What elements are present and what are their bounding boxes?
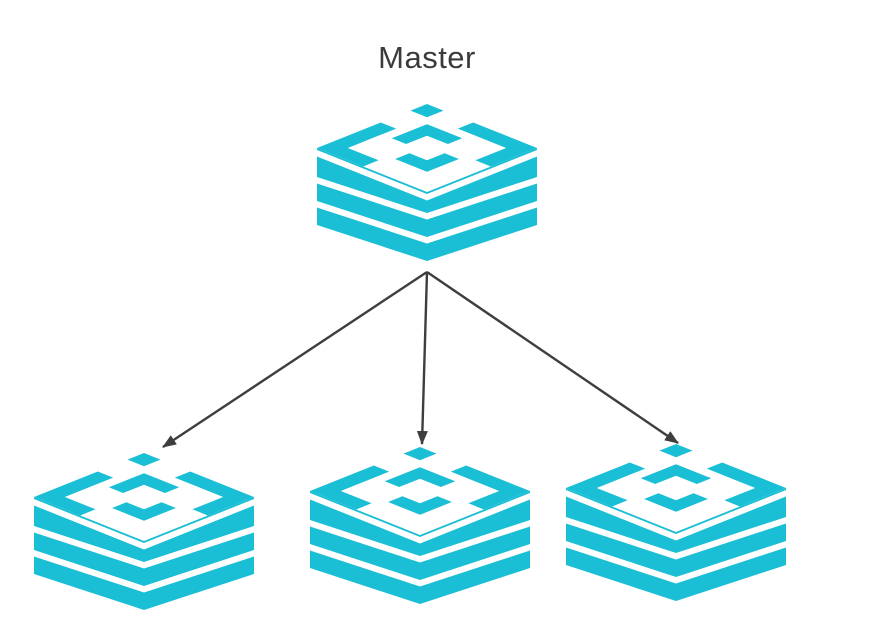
redis-cache-icon xyxy=(564,441,788,603)
node-master xyxy=(315,101,539,263)
node-replica-center xyxy=(308,444,532,606)
arrow-master-to-replica-left xyxy=(162,270,428,449)
node-replica-left xyxy=(32,450,256,612)
arrow-master-to-replica-right xyxy=(426,271,679,444)
arrow-master-to-replica-center xyxy=(416,271,429,445)
master-label: Master xyxy=(378,40,476,75)
redis-cache-icon xyxy=(308,444,532,606)
redis-cache-icon xyxy=(32,450,256,612)
node-replica-right xyxy=(564,441,788,603)
redis-cache-icon xyxy=(315,101,539,263)
